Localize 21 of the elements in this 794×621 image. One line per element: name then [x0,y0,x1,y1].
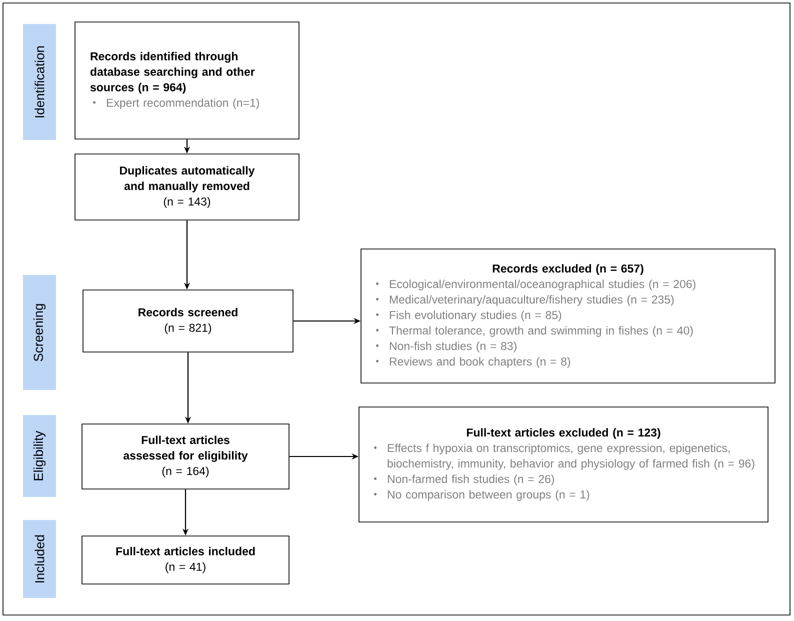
list-item: Medical/veterinary/aquaculture/fishery studies (n = 235) [376,295,674,306]
list-item: Expert recommendation (n=1) [93,98,259,110]
process-box: Duplicates automatically and manually removed (n = 143) [74,154,300,220]
list-item: Non-farmed fish studies (n = 26) [374,474,554,486]
process-box: Full-text articles assessed for eligibility (n = 164) [82,424,290,490]
exclusion-box: Records excluded (n = 657) Ecological/environmental/oceanographical studies (n = 206) Medical/veterinary/aquaculture/fishery studies (n = 235) Fish evolutionary studies (n = 85) Thermal tolerance, growth and swimming in fishes (n = 40) Non-fish studies (n = 83) Reviews and book chapters (n = 8) [360,248,776,384]
stage-label: Identification [23,24,56,140]
list-item: Thermal tolerance, growth and swimming in fishes (n = 40) [376,326,693,337]
stage-label: Screening [23,275,56,390]
process-box: Records identified through database searching and other sources (n = 964) Expert recommendation (n=1) [74,22,300,140]
process-box: Full-text articles included (n = 41) [82,536,290,584]
stage-label: Included [23,520,56,598]
list-item: No comparison between groups (n = 1) [374,490,590,501]
list-item: Fish evolutionary studies (n = 85) [376,310,562,322]
list-item: Effects f hypoxia on transcriptomics, gene expression, epigenetics, biochemistry, immunity, behavior and physiology of farmed fish (n = 96) [374,444,754,470]
list-item: Ecological/environmental/oceanographical studies (n = 206) [376,280,696,290]
exclusion-box: Full-text articles excluded (n = 123) Effects f hypoxia on transcriptomics, gene expression, epigenetics, biochemistry, immunity, behavior and physiology of farmed fish (n = 96) Non-farmed fish studies (n = 26) No comparison between groups (n = 1) [358,406,768,522]
process-box: Records screened (n = 821) [82,290,294,352]
stage-label: Eligibility [23,415,56,497]
list-item: Non-fish studies (n = 83) [376,342,516,352]
list-item: Reviews and book chapters (n = 8) [376,357,570,368]
